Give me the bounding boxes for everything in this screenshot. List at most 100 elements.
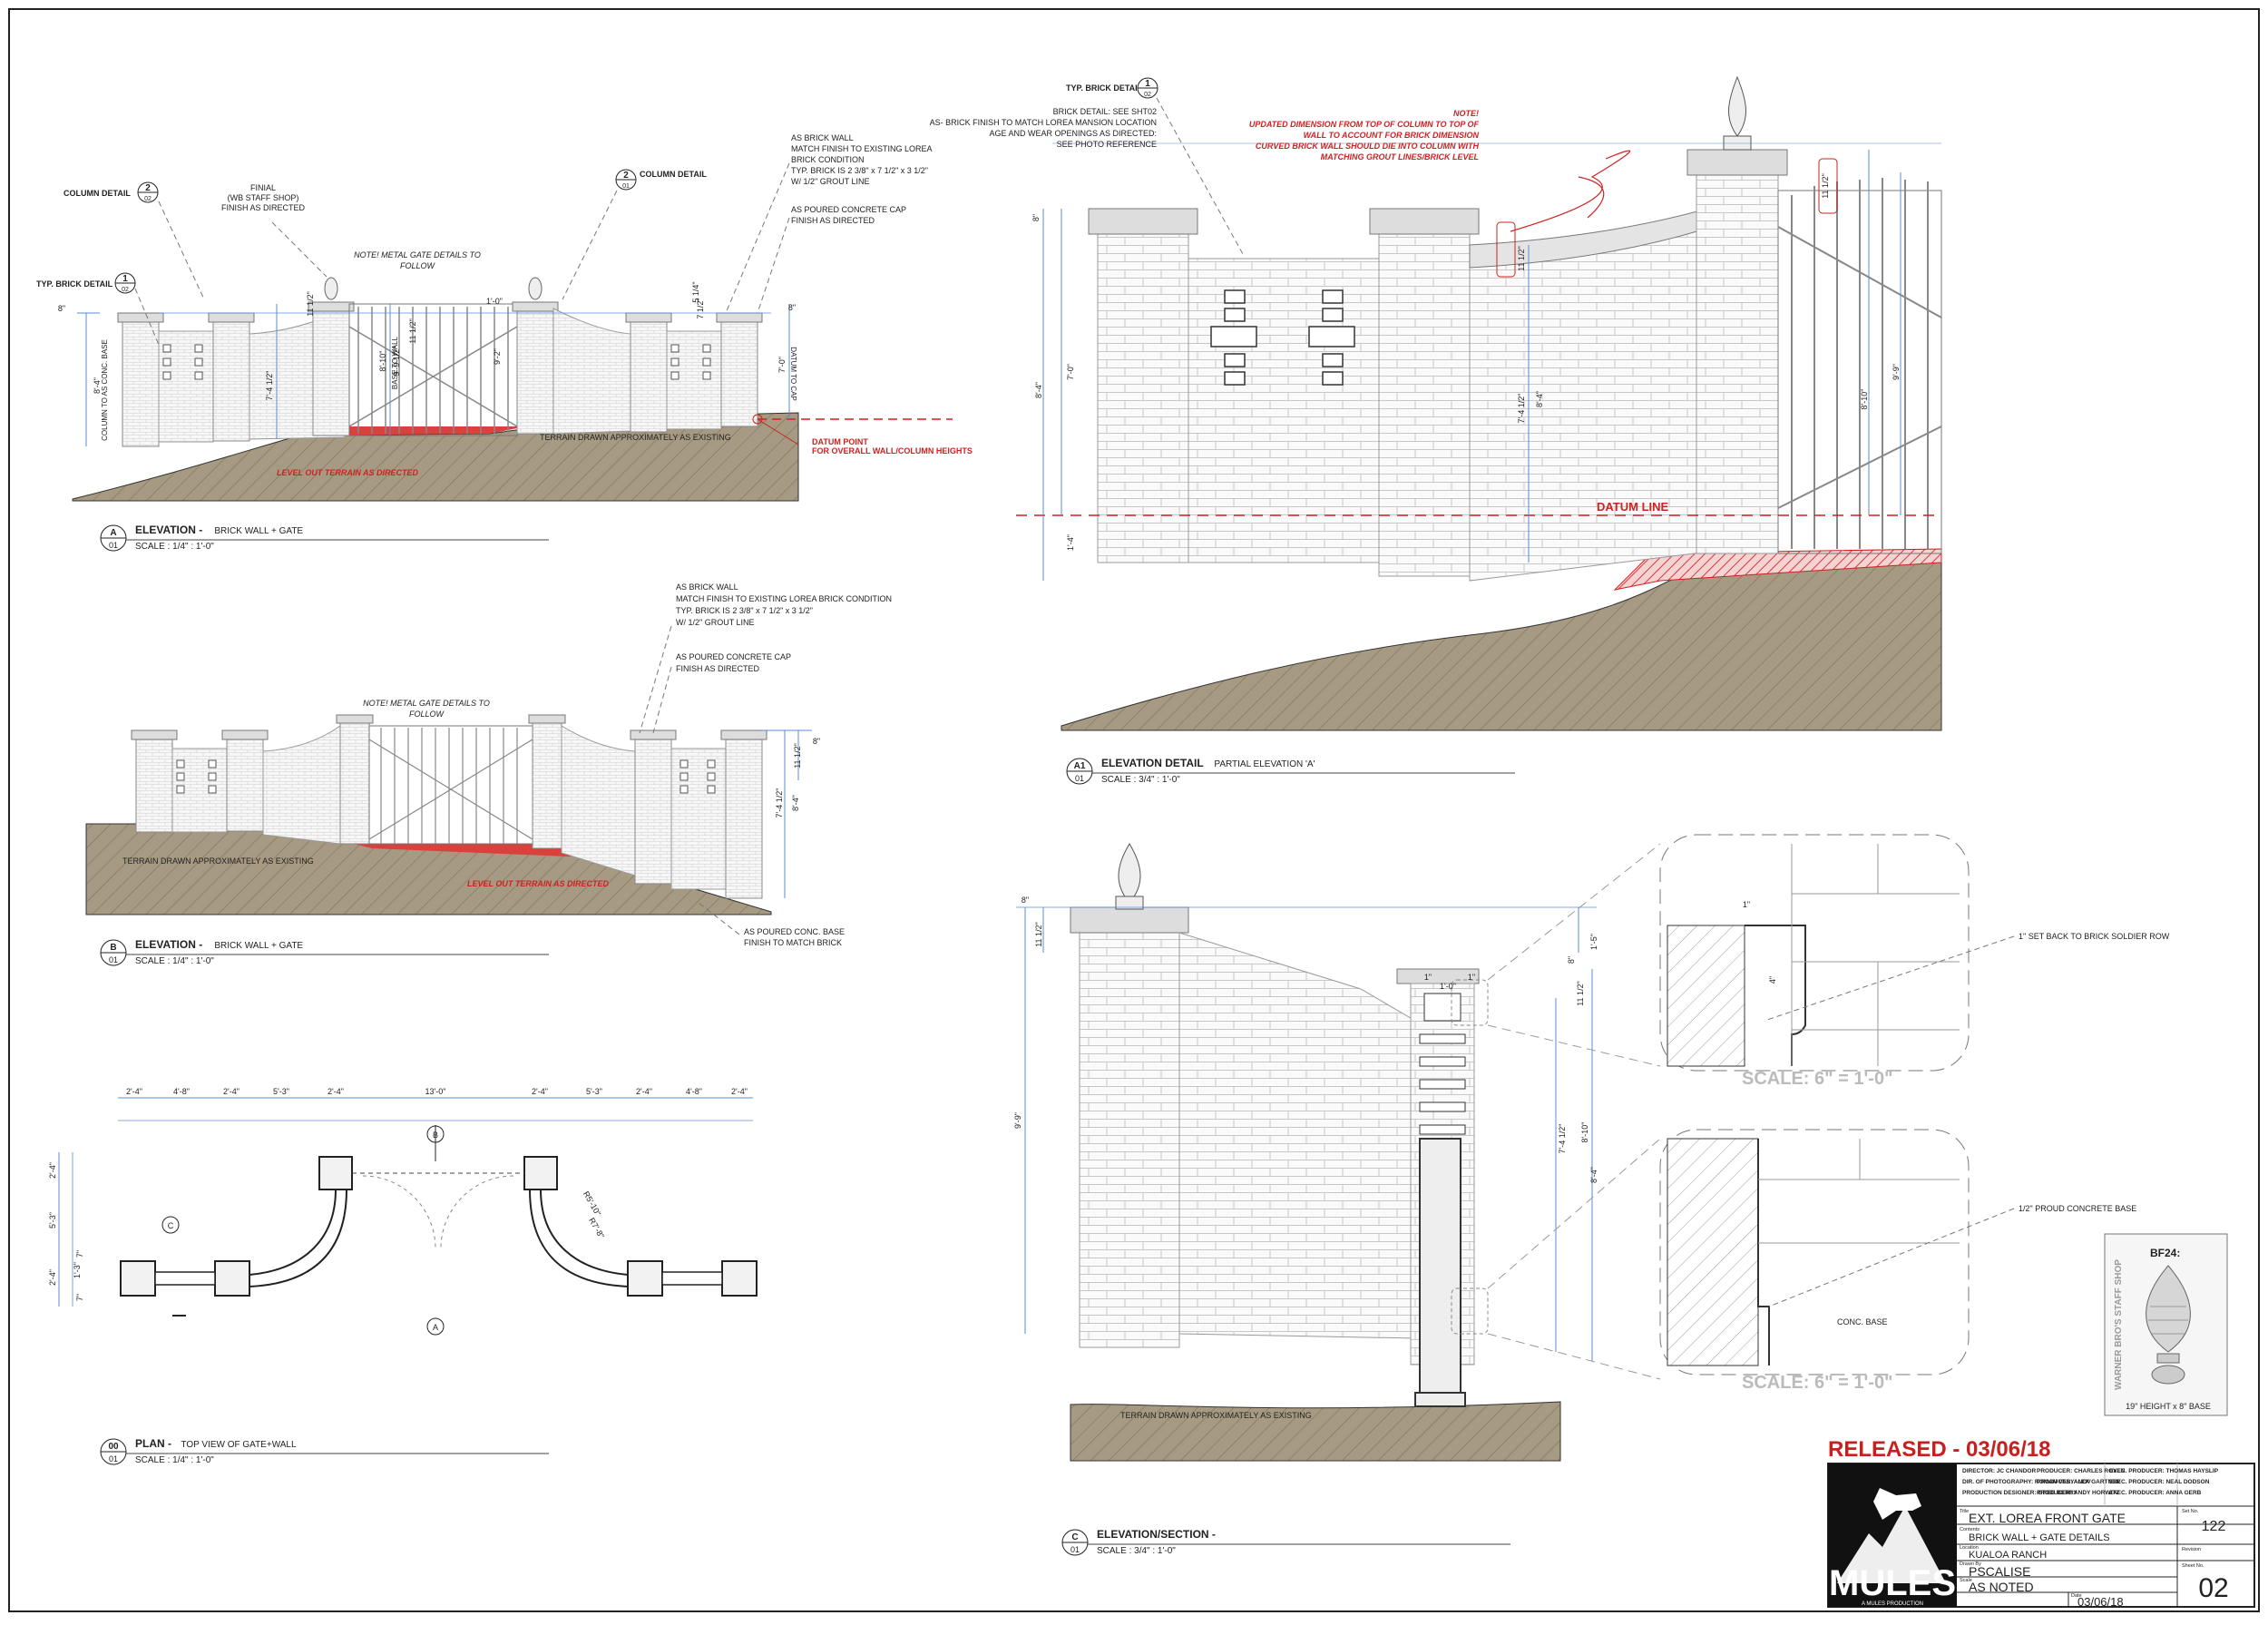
detail-ref-sheet: 02 xyxy=(1144,92,1151,98)
sheet-contents: BRICK WALL + GATE DETAILS xyxy=(1969,1532,2110,1543)
dimension-text: 7'-4 1/2" xyxy=(265,371,274,401)
dimension-text: 1" xyxy=(1468,973,1475,982)
dimension-text: 13'-0" xyxy=(425,1087,446,1096)
view-sheet: 01 xyxy=(1075,774,1084,783)
view-title: ELEVATION - xyxy=(135,524,202,536)
field-label: Location xyxy=(1960,1545,1979,1551)
crew-credit: PRODUCTION DESIGNER: GREG BERRY xyxy=(1962,1490,2078,1496)
label: AS POURED CONCRETE CAP xyxy=(676,652,791,661)
dimension-text: 7 1/2" xyxy=(696,298,705,318)
view-sheet: 01 xyxy=(109,955,118,964)
label: AS- BRICK FINISH TO MATCH LOREA MANSION … xyxy=(930,118,1157,127)
label: TYP. BRICK IS 2 3/8" x 7 1/2" x 3 1/2" xyxy=(791,166,928,175)
dimension-text: 8'-4" xyxy=(1589,1167,1598,1183)
detail-ref-number: 1 xyxy=(1145,79,1150,89)
view-title: ELEVATION - xyxy=(135,938,202,951)
label: FINIAL xyxy=(250,183,276,192)
dimension-text: 2'-4" xyxy=(532,1087,548,1096)
view-subtitle: BRICK WALL + GATE xyxy=(214,526,303,536)
dimension-text: 11 1/2" xyxy=(408,318,417,344)
view-subtitle: PARTIAL ELEVATION 'A' xyxy=(1214,759,1315,769)
setback-note: 1" SET BACK TO BRICK SOLDIER ROW xyxy=(2019,932,2170,941)
dimension-text: B xyxy=(433,1131,438,1140)
field-label: Scale xyxy=(1960,1578,1972,1583)
dimension-text: 7'-4 1/2" xyxy=(1517,394,1526,424)
dimension-text: 8" xyxy=(1567,956,1576,964)
detail-ref-number: 2 xyxy=(145,183,151,193)
dimension-text: 11 1/2" xyxy=(1517,246,1526,271)
label: NOTE! METAL GATE DETAILS TO xyxy=(363,699,490,708)
label: FINISH AS DIRECTED xyxy=(676,664,760,673)
dimension-text: 2'-4" xyxy=(223,1087,240,1096)
dimension-text: 7" xyxy=(75,1250,84,1258)
view-sheet: 01 xyxy=(1070,1545,1080,1554)
elevation-section-c xyxy=(1016,843,1661,1462)
label: SEE PHOTO REFERENCE xyxy=(1057,140,1157,149)
bf24-label: BF24: xyxy=(2150,1247,2180,1259)
sheet-date: 03/06/18 xyxy=(2077,1595,2124,1609)
leader-line xyxy=(1764,935,2015,1022)
dimension-text: 1'-0" xyxy=(486,297,503,306)
crew-credit: PRODUCER: ANDY HORWITZ xyxy=(2037,1490,2119,1496)
label: NOTE! xyxy=(1453,109,1479,118)
label: AS BRICK WALL xyxy=(791,133,854,142)
label: CURVED BRICK WALL SHOULD DIE INTO COLUMN… xyxy=(1256,142,1480,151)
view-code: A xyxy=(110,528,116,538)
detail-ref-sheet: 02 xyxy=(122,287,129,293)
dimension-text: 11 1/2" xyxy=(1576,981,1585,1006)
view-title: ELEVATION DETAIL xyxy=(1101,757,1204,769)
dimension-text: 9'-9" xyxy=(1013,1112,1022,1129)
set-number: 122 xyxy=(2202,1519,2226,1534)
label: AS POURED CONCRETE CAP xyxy=(791,205,906,214)
view-sheet: 01 xyxy=(109,541,118,550)
column-detail-label: COLUMN DETAIL xyxy=(640,170,707,179)
detail-setback xyxy=(1659,834,1970,1072)
dimension-text: 1'-0" xyxy=(1440,982,1456,991)
dimension-text: 8" xyxy=(1022,896,1029,905)
elevation-a xyxy=(72,277,953,502)
elevation-b xyxy=(85,714,812,915)
leader-line xyxy=(757,217,790,314)
view-scale: SCALE : 3/4" : 1'-0" xyxy=(1097,1546,1176,1556)
dimension-text: 8" xyxy=(1031,214,1041,221)
bf24-side-label: WARNER BRO'S STAFF SHOP xyxy=(2114,1259,2124,1390)
dimension-text: 1'-4" xyxy=(1066,534,1075,551)
terrain-c xyxy=(1070,1401,1561,1462)
dimension-text: 2'-4" xyxy=(636,1087,652,1096)
label: AGE AND WEAR OPENINGS AS DIRECTED: xyxy=(989,129,1157,138)
level-out-note: LEVEL OUT TERRAIN AS DIRECTED xyxy=(467,879,610,888)
label: FOLLOW xyxy=(400,261,436,270)
field-label: Contents xyxy=(1960,1527,1980,1532)
sheet-drawn-by: PSCALISE xyxy=(1969,1564,2030,1579)
field-label: Sheet No. xyxy=(2182,1563,2204,1569)
view-sheet: 01 xyxy=(109,1454,118,1463)
leader-line xyxy=(158,201,205,300)
label: MATCH FINISH TO EXISTING LOREA xyxy=(791,144,933,153)
detail-scale-label: SCALE: 6" = 1'-0" xyxy=(1742,1373,1893,1393)
label: FOLLOW xyxy=(409,710,445,719)
dimension-text: C xyxy=(168,1221,174,1230)
crew-credit: DIRECTOR: JC CHANDOR xyxy=(1962,1468,2036,1474)
label: (WB STAFF SHOP) xyxy=(228,193,299,202)
dimension-text: 9'-9 1/2" xyxy=(392,347,401,377)
vertical-note: BASE TO WALL xyxy=(391,336,399,389)
dimension-text: 9'-9" xyxy=(1892,364,1901,380)
leader-line xyxy=(725,162,790,314)
vertical-note: DATUM TO CAP xyxy=(789,347,797,401)
detail-base xyxy=(1659,1129,1970,1375)
detail-ref-number: 2 xyxy=(623,171,629,181)
dimension-text: 7" xyxy=(75,1294,84,1301)
logo-word: MULES xyxy=(1829,1563,1956,1603)
crew-credit: EXEC. PRODUCER: THOMAS HAYSLIP xyxy=(2109,1468,2219,1474)
label: UPDATED DIMENSION FROM TOP OF COLUMN TO … xyxy=(1249,120,1480,129)
view-subtitle: BRICK WALL + GATE xyxy=(214,941,303,951)
view-code: 00 xyxy=(108,1442,119,1452)
leader-line xyxy=(1768,1208,2015,1307)
field-label: Drawn By xyxy=(1960,1561,1981,1567)
proud-base-note: 1/2" PROUD CONCRETE BASE xyxy=(2019,1204,2136,1213)
dimension-text: 4'-8" xyxy=(686,1087,702,1096)
dimension-text: 8" xyxy=(58,304,65,313)
crew-credit: EXEC. PRODUCER: NEAL DODSON xyxy=(2109,1479,2210,1485)
sheet-number: 02 xyxy=(2198,1573,2228,1603)
